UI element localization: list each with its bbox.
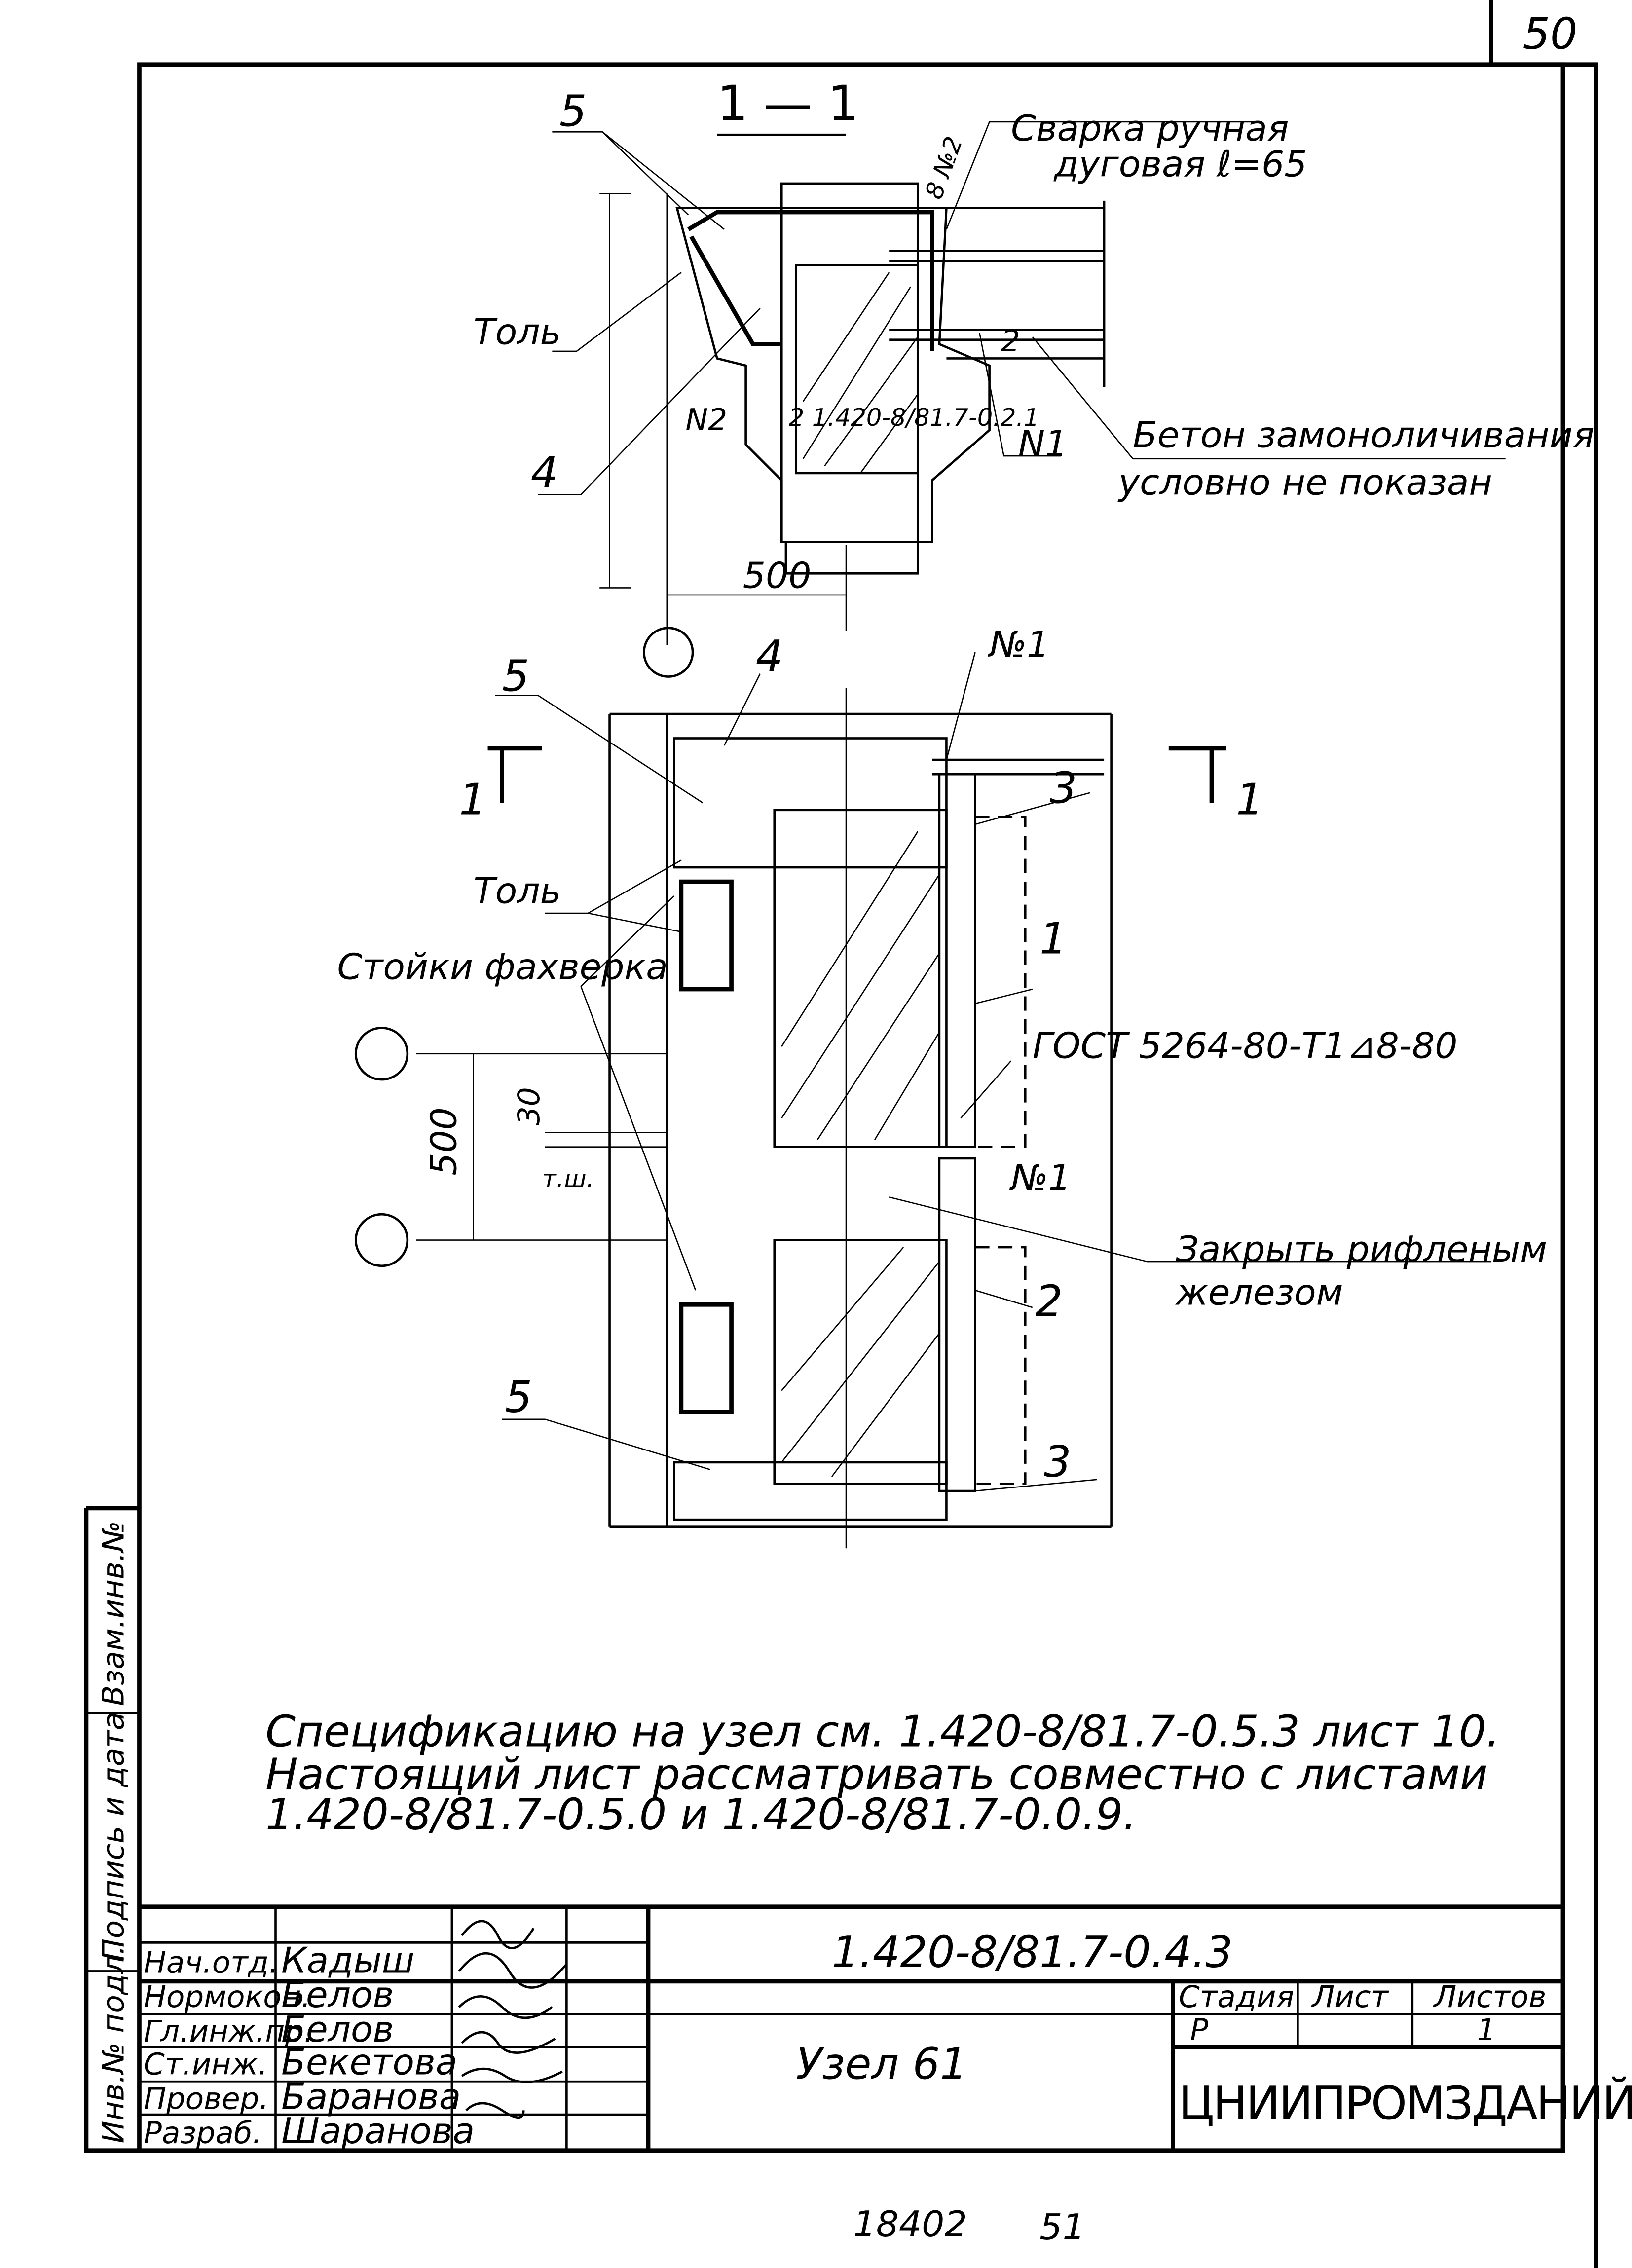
weld-note-line2: дуговая ℓ=65 xyxy=(1053,144,1307,185)
dim-500-top: 500 xyxy=(743,555,812,596)
callout-1: 1 xyxy=(1039,913,1067,964)
side-stamp-replace: Взам.инв.№ xyxy=(96,1521,131,1706)
plan-view: 500 30 т.ш. 1 1 5 4 №1 3 Толь Стойки фах… xyxy=(337,624,1547,1549)
note-line-1: Спецификацию на узел см. 1.420-8/81.7-0.… xyxy=(265,1706,1500,1756)
document-code: 1.420-8/81.7-0.4.3 xyxy=(832,1927,1233,1977)
column-section-upper xyxy=(679,879,734,992)
stage-header: Стадия xyxy=(1179,1979,1294,2014)
role: Нормокон. xyxy=(144,1979,311,2014)
section-2-label: 2 xyxy=(1001,324,1020,359)
section-1-1: 1 — 1 500 5 Толь 4 N2 N1 2 1.420-8/81.7-… xyxy=(474,75,1595,678)
handwritten-signatures xyxy=(458,1920,568,2119)
callout-5-plan-bottom: 5 xyxy=(505,1372,532,1422)
callout-stoiki: Стойки фахверка xyxy=(337,947,668,988)
name: Белов xyxy=(281,1974,394,2016)
callout-4-top: 4 xyxy=(531,447,558,498)
section-mark-left: 1 xyxy=(459,775,486,825)
callout-3-top: 3 xyxy=(1050,763,1077,813)
footer-page: 51 xyxy=(1039,2207,1085,2248)
callout-2: 2 xyxy=(1036,1276,1063,1327)
section-title: 1 — 1 xyxy=(717,75,858,132)
concrete-note-line1: Бетон замоноличивания xyxy=(1133,415,1594,456)
callout-tal-top: Толь xyxy=(474,311,561,353)
side-stamp-inv: Инв.№ подл. xyxy=(96,1945,131,2144)
name: Кадыш xyxy=(281,1940,414,1981)
sheet-number-box: 50 xyxy=(1489,0,1598,2268)
dim-30: 30 xyxy=(512,1087,547,1125)
stage-value: Р xyxy=(1190,2012,1208,2047)
organization: ЦНИИПРОМЗДАНИЙ xyxy=(1179,2077,1632,2130)
callout-4-plan: 4 xyxy=(756,631,783,681)
axis-marker-b xyxy=(354,1213,409,1267)
side-stamp: Инв.№ подл. Подпись и дата Взам.инв.№ xyxy=(84,1506,140,2153)
callout-5-plan-top: 5 xyxy=(502,651,529,702)
role: Разраб. xyxy=(144,2116,262,2151)
callout-3-bottom: 3 xyxy=(1044,1437,1071,1487)
callout-no1-top: №1 xyxy=(988,624,1050,666)
gost-label: ГОСТ 5264-80-Т1⊿8-80 xyxy=(1033,1025,1458,1067)
footer-order: 18402 xyxy=(853,2204,967,2245)
axis-marker-a xyxy=(354,1027,409,1081)
callout-no1-lower: №1 xyxy=(1009,1157,1071,1199)
callout-5-top: 5 xyxy=(559,86,587,137)
column-section-lower xyxy=(679,1302,734,1414)
drawing-frame xyxy=(137,62,1565,2153)
sheets-value: 1 xyxy=(1477,2012,1496,2047)
name: Белов xyxy=(281,2009,394,2050)
element-mark: 2 1.420-8/81.7-0.2.1 xyxy=(789,403,1039,432)
callout-n2: N2 xyxy=(686,403,727,438)
concrete-note-line2: условно не показан xyxy=(1117,462,1492,504)
name: Бекетова xyxy=(281,2042,457,2083)
note-line-3: 1.420-8/81.7-0.5.0 и 1.420-8/81.7-0.0.9. xyxy=(265,1789,1137,1840)
signature-rows: Нач.отд. Кадыш Нормокон. Белов Гл.инж.пр… xyxy=(144,1940,475,2152)
name: Баранова xyxy=(281,2076,461,2118)
role: Гл.инж.пр. xyxy=(144,2014,313,2049)
notes: Спецификацию на узел см. 1.420-8/81.7-0.… xyxy=(265,1706,1500,1840)
note-line-2: Настоящий лист рассматривать совместно с… xyxy=(265,1749,1487,1799)
title-block: 1.420-8/81.7-0.4.3 Узел 61 Стадия Лист Л… xyxy=(139,1904,1632,2152)
role: Нач.отд. xyxy=(144,1945,278,1980)
name: Шаранова xyxy=(281,2111,475,2152)
tsh-label: т.ш. xyxy=(542,1164,594,1193)
drawing-title: Узел 61 xyxy=(796,2039,967,2089)
dim-500-plan: 500 xyxy=(424,1107,465,1176)
callout-tal-plan: Толь xyxy=(474,871,561,912)
cover-note-line2: железом xyxy=(1175,1272,1343,1313)
callout-n1: N1 xyxy=(1018,423,1068,465)
side-stamp-sign: Подпись и дата xyxy=(96,1712,131,1961)
cover-note-line1: Закрыть рифленым xyxy=(1176,1229,1547,1270)
role: Ст.инж. xyxy=(144,2047,267,2082)
sheets-header: Листов xyxy=(1433,1979,1546,2014)
sheet-number: 50 xyxy=(1523,9,1578,59)
role: Провер. xyxy=(144,2081,269,2116)
axis-marker xyxy=(642,627,694,678)
section-mark-right: 1 xyxy=(1236,775,1263,825)
weld-note-line1: Сварка ручная xyxy=(1011,108,1289,149)
sheet-header: Лист xyxy=(1311,1979,1389,2014)
